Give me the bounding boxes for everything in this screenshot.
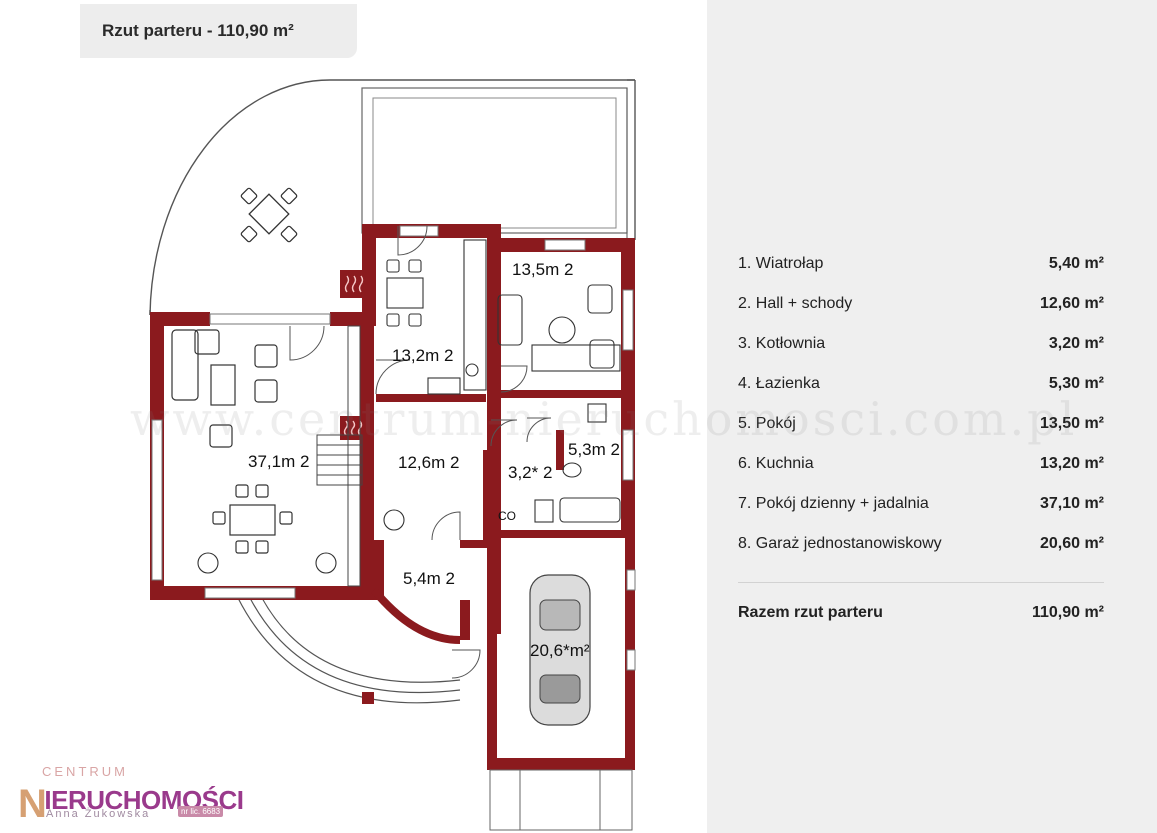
label-kitchen-area: 13,2m 2 [392, 346, 453, 365]
room-area: 5,40 m² [1048, 255, 1104, 272]
label-co: CO [498, 509, 516, 523]
list-item: 5. Pokój 13,50 m² [738, 404, 1104, 444]
stairs [316, 325, 363, 587]
room-area: 20,60 m² [1039, 535, 1104, 552]
list-item: 8. Garaż jednostanowiskowy 20,60 m² [738, 524, 1104, 564]
plant-icon [197, 509, 405, 574]
room-area: 13,20 m² [1039, 455, 1104, 472]
left-margin [0, 0, 80, 833]
divider [738, 582, 1104, 583]
logo-top-text: CENTRUM [42, 764, 128, 779]
total-label: Razem rzut parteru [738, 604, 883, 621]
room-area: 5,30 m² [1048, 375, 1104, 392]
car-icon [529, 574, 591, 726]
room-area: 12,60 m² [1039, 295, 1104, 312]
room-area: 37,10 m² [1039, 495, 1104, 512]
kitchen-furniture [386, 239, 487, 395]
room-area: 13,50 m² [1039, 415, 1104, 432]
floor-plan-drawing: 37,1m 2 13,2m 2 13,5m 2 12,6m 2 5,3m 2 3… [149, 79, 636, 831]
floor-plan-card: 37,1m 2 13,2m 2 13,5m 2 12,6m 2 5,3m 2 3… [80, 0, 707, 833]
label-boiler-area: 3,2* 2 [508, 463, 552, 482]
label-garage-area: 20,6*m² [530, 641, 590, 660]
agency-logo: CENTRUM NIERUCHOMOŚCI Anna Żukowska nr l… [10, 758, 244, 828]
terrace-table-icon [240, 187, 298, 243]
list-item: 6. Kuchnia 13,20 m² [738, 444, 1104, 484]
doors [289, 225, 552, 679]
room-name: 4. Łazienka [738, 375, 820, 392]
room-name: 1. Wiatrołap [738, 255, 824, 272]
room-name: 6. Kuchnia [738, 455, 814, 472]
list-item: 1. Wiatrołap 5,40 m² [738, 244, 1104, 284]
label-vestibule-area: 5,4m 2 [403, 569, 455, 588]
plan-title: Rzut parteru - 110,90 m² [102, 21, 294, 40]
room-name: 2. Hall + schody [738, 295, 853, 312]
room-area-panel: 1. Wiatrołap 5,40 m² 2. Hall + schody 12,6… [707, 0, 1157, 833]
total-row: Razem rzut parteru 110,90 m² [738, 598, 1104, 628]
label-living-area: 37,1m 2 [248, 452, 309, 471]
list-item: 4. Łazienka 5,30 m² [738, 364, 1104, 404]
logo-license: nr lic. 6683 [178, 806, 224, 817]
logo-initial: N [18, 782, 47, 826]
bathroom-fixtures [534, 403, 621, 523]
living-furniture [171, 329, 293, 554]
list-item: 3. Kotłownia 3,20 m² [738, 324, 1104, 364]
total-area: 110,90 m² [1031, 604, 1104, 621]
list-item: 2. Hall + schody 12,60 m² [738, 284, 1104, 324]
room-list: 1. Wiatrołap 5,40 m² 2. Hall + schody 12,6… [738, 244, 1104, 564]
room-name: 8. Garaż jednostanowiskowy [738, 535, 942, 552]
room-name: 5. Pokój [738, 415, 796, 432]
room-name: 7. Pokój dzienny + jadalnia [738, 495, 929, 512]
label-bathroom-area: 5,3m 2 [568, 440, 620, 459]
room-area: 3,20 m² [1048, 335, 1104, 352]
logo-owner-name: Anna Żukowska [46, 808, 151, 820]
label-room-area: 13,5m 2 [512, 260, 573, 279]
plan-title-tab[interactable]: Rzut parteru - 110,90 m² [80, 4, 357, 58]
label-hall-area: 12,6m 2 [398, 453, 459, 472]
bedroom-furniture [497, 284, 621, 372]
list-item: 7. Pokój dzienny + jadalnia 37,10 m² [738, 484, 1104, 524]
room-name: 3. Kotłownia [738, 335, 826, 352]
